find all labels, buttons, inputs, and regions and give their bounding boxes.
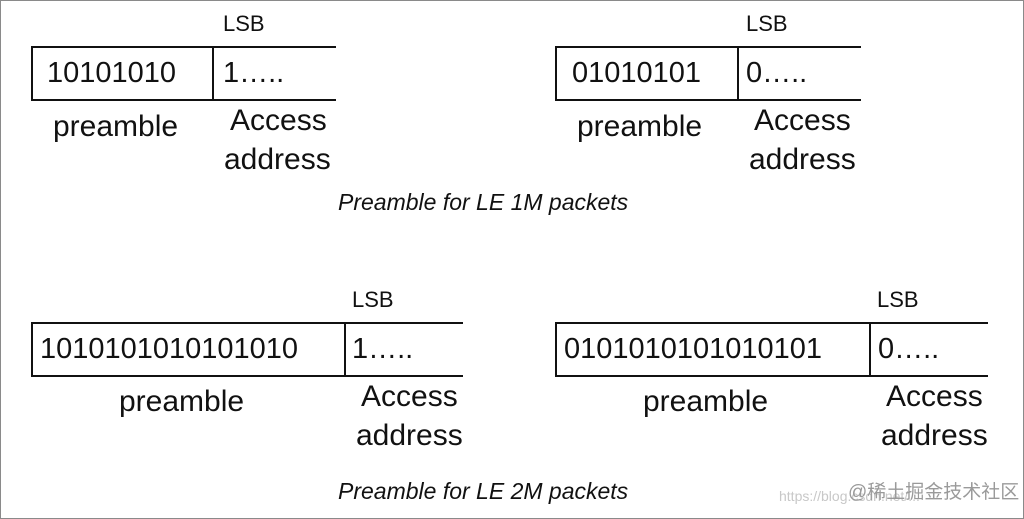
access-label: Access bbox=[754, 104, 851, 137]
preamble-bits: 10101010 bbox=[47, 57, 177, 89]
access-address-bits: 0….. bbox=[746, 57, 808, 89]
watermark-url: https://blog.csdn.net/... bbox=[779, 488, 920, 504]
preamble-label: preamble bbox=[119, 385, 245, 418]
box-left-border bbox=[31, 322, 33, 377]
box-top-border bbox=[555, 322, 988, 324]
box-bottom-border bbox=[31, 375, 463, 377]
le2m-caption: Preamble for LE 2M packets bbox=[338, 478, 629, 504]
box-divider bbox=[737, 46, 739, 101]
preamble-label: preamble bbox=[577, 110, 703, 143]
access-label: Access bbox=[886, 380, 983, 413]
address-label: address bbox=[749, 143, 856, 176]
access-label: Access bbox=[230, 104, 327, 137]
box-top-border bbox=[31, 322, 463, 324]
preamble-bits: 1010101010101010 bbox=[40, 333, 299, 365]
box-bottom-border bbox=[555, 99, 861, 101]
box-divider bbox=[869, 322, 871, 377]
box-top-border bbox=[31, 46, 336, 48]
lsb-label: LSB bbox=[223, 11, 265, 36]
preamble-bits: 0101010101010101 bbox=[564, 333, 823, 365]
preamble-bits: 01010101 bbox=[572, 57, 702, 89]
box-left-border bbox=[555, 46, 557, 101]
address-label: address bbox=[356, 419, 463, 452]
box-bottom-border bbox=[555, 375, 988, 377]
address-label: address bbox=[881, 419, 988, 452]
access-address-bits: 1….. bbox=[223, 57, 285, 89]
preamble-label: preamble bbox=[643, 385, 769, 418]
access-label: Access bbox=[361, 380, 458, 413]
box-top-border bbox=[555, 46, 861, 48]
access-address-bits: 1….. bbox=[352, 333, 414, 365]
box-divider bbox=[344, 322, 346, 377]
lsb-label: LSB bbox=[352, 287, 394, 312]
box-left-border bbox=[555, 322, 557, 377]
box-bottom-border bbox=[31, 99, 336, 101]
access-address-bits: 0….. bbox=[878, 333, 940, 365]
box-divider bbox=[212, 46, 214, 101]
watermark-text: @稀土掘金技术社区 bbox=[848, 482, 1020, 503]
le1m-caption: Preamble for LE 1M packets bbox=[338, 189, 629, 215]
lsb-label: LSB bbox=[877, 287, 919, 312]
address-label: address bbox=[224, 143, 331, 176]
preamble-label: preamble bbox=[53, 110, 179, 143]
box-left-border bbox=[31, 46, 33, 101]
lsb-label: LSB bbox=[746, 11, 788, 36]
